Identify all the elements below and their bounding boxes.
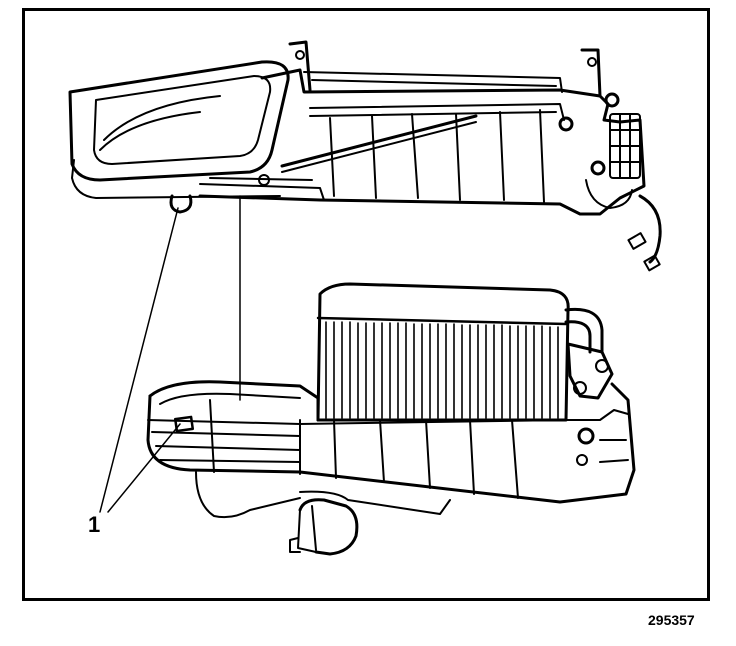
diagram-frame — [22, 8, 710, 601]
upper-case-half — [68, 40, 662, 272]
lower-case-half — [146, 282, 636, 556]
evaporator-fins — [325, 321, 559, 419]
figure-number: 295357 — [648, 612, 695, 628]
callout-label: 1 — [88, 512, 101, 537]
callout-leaders — [99, 207, 181, 513]
